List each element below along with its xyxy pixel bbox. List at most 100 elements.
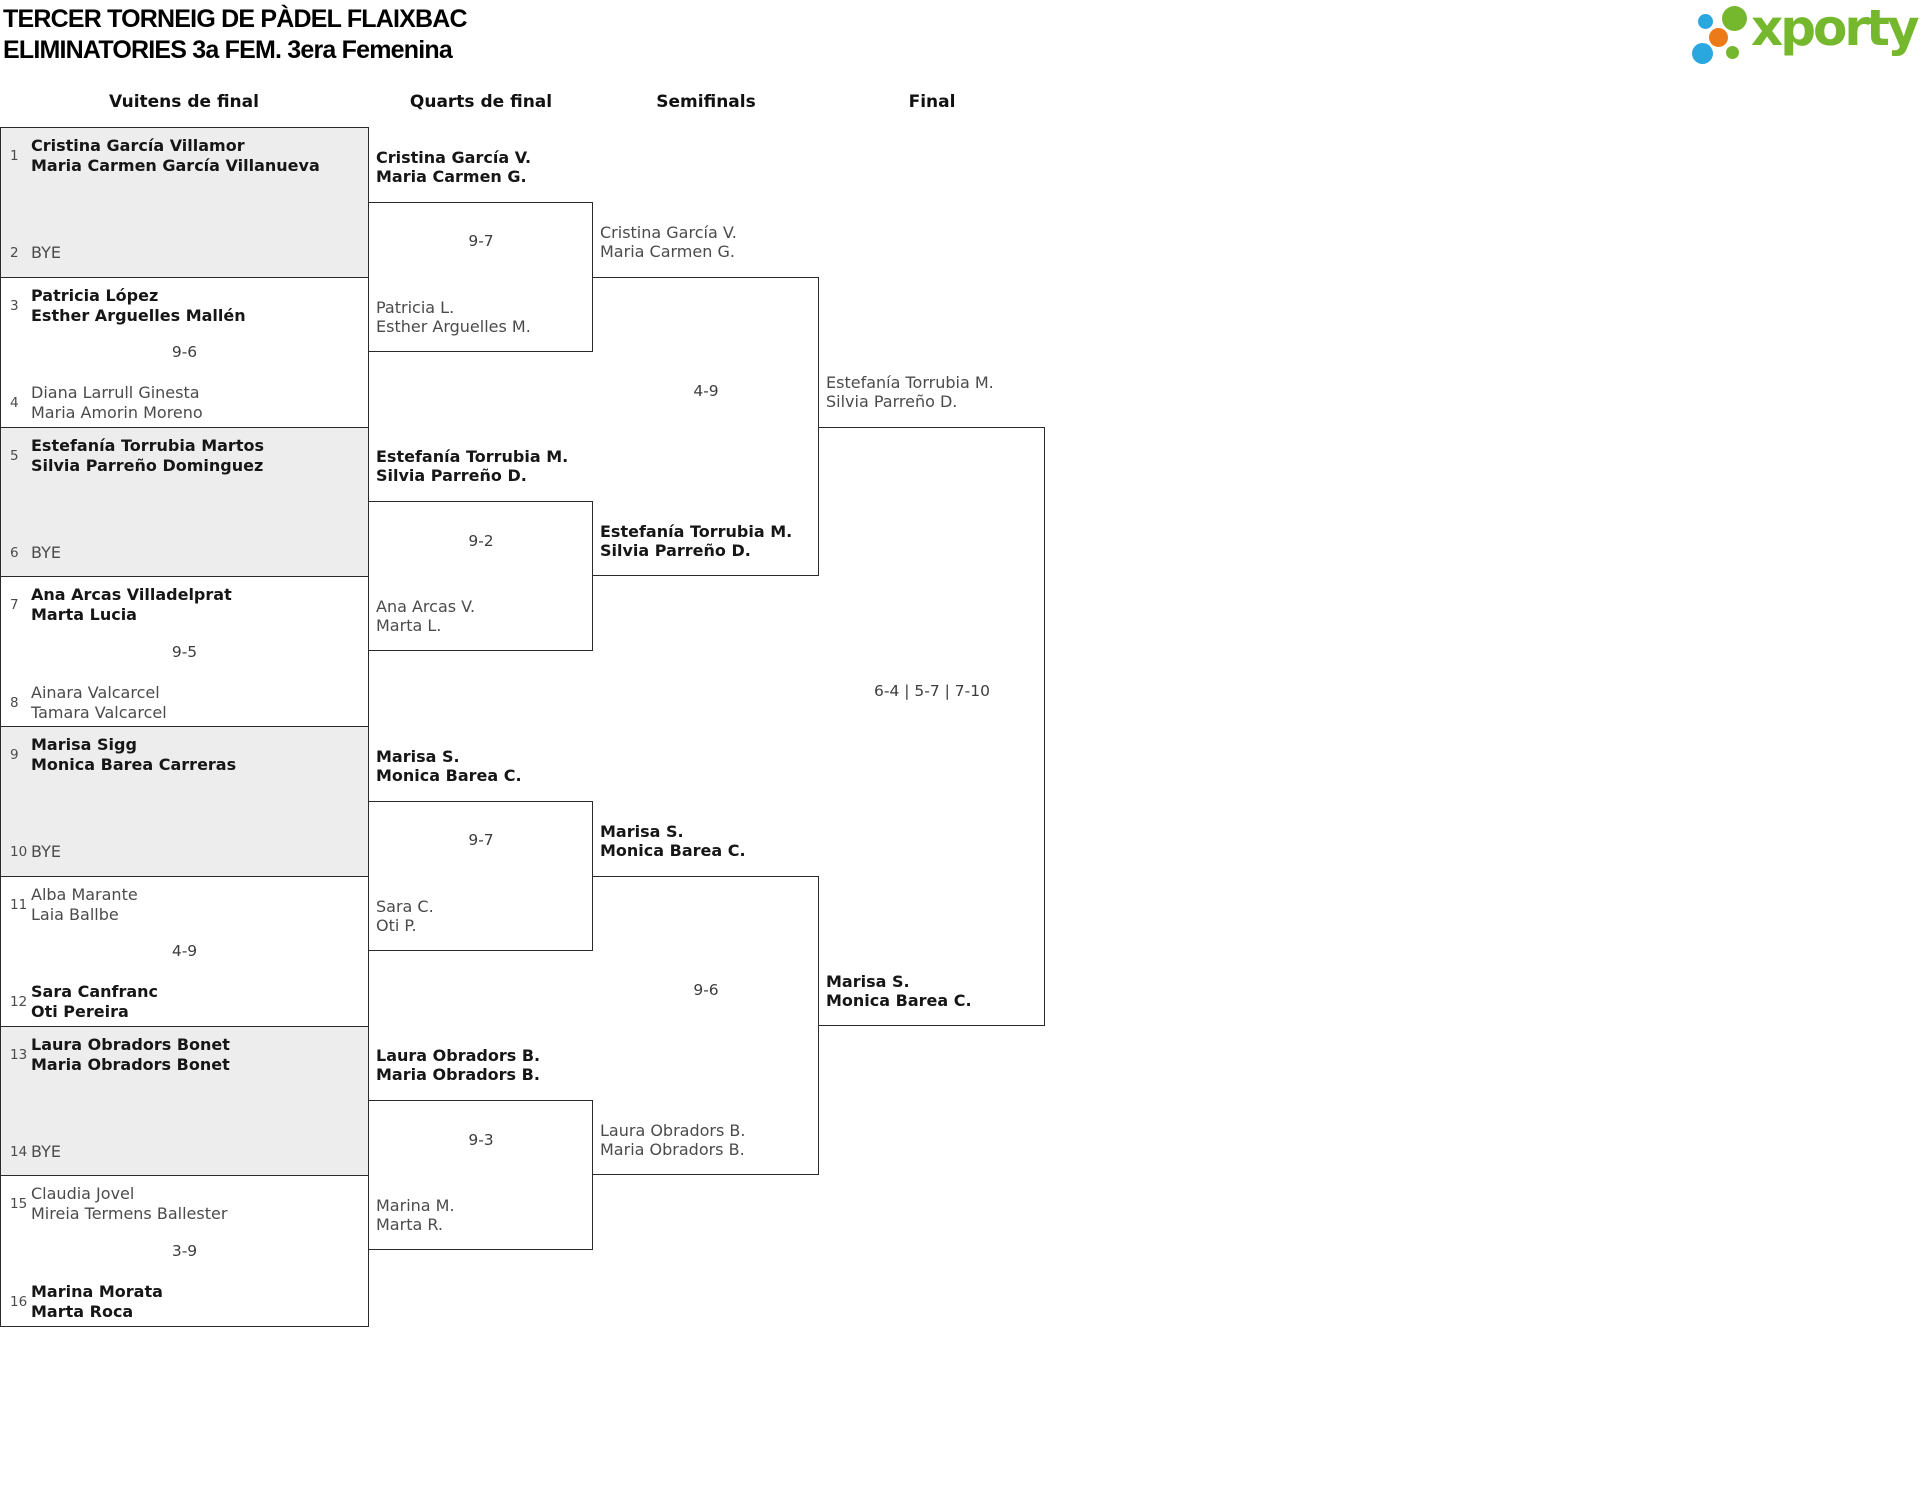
team-name-line: Monica Barea C. <box>600 840 746 860</box>
team-name-line: Marina M. <box>376 1196 455 1216</box>
team-name-line: Marisa S. <box>376 746 460 766</box>
team-entry[interactable]: Laura Obradors B.Maria Obradors B. <box>600 1121 745 1159</box>
team-entry[interactable]: Marina M.Marta R. <box>376 1196 455 1234</box>
team-entry[interactable]: Ana Arcas V.Marta L. <box>376 597 475 635</box>
match-score: 9-7 <box>468 831 494 850</box>
team-name-line: Maria Obradors Bonet <box>31 1054 230 1074</box>
team-name-line: Patricia López <box>31 285 159 305</box>
team-names: BYE <box>31 543 61 563</box>
team-name-line: Silvia Parreño D. <box>376 466 527 486</box>
team-entry[interactable]: Patricia L.Esther Arguelles M. <box>376 298 531 336</box>
team-name-line: Cristina García V. <box>376 147 532 167</box>
team-name-line: Marina Morata <box>31 1281 163 1301</box>
team-entry[interactable]: Cristina García V.Maria Carmen G. <box>600 223 737 261</box>
match-score: 9-5 <box>171 642 198 661</box>
team-entry[interactable]: Marisa S.Monica Barea C. <box>826 972 972 1010</box>
team-name-line: Marta L. <box>376 616 442 636</box>
team-name-line: Silvia Parreño Dominguez <box>31 455 264 475</box>
team-entry[interactable]: Marisa S.Monica Barea C. <box>600 822 746 860</box>
seed-number: 10 <box>10 844 28 861</box>
xporty-logo[interactable]: xporty <box>1688 0 1920 73</box>
team-name-line: Esther Arguelles Mallén <box>31 305 246 325</box>
logo-dot-green-large-icon <box>1721 5 1747 31</box>
tournament-title: TERCER TORNEIG DE PÀDEL FLAIXBAC ELIMINA… <box>3 4 468 66</box>
team-name-line: Claudia Jovel <box>31 1184 135 1204</box>
team-name-line: Laia Ballbe <box>31 904 119 924</box>
match-score: 6-4 | 5-7 | 7-10 <box>874 681 990 700</box>
team-name-line: BYE <box>31 542 61 562</box>
tournament-title-line2: ELIMINATORIES 3a FEM. 3era Femenina <box>3 36 453 64</box>
team-name-line: Monica Barea Carreras <box>31 755 237 774</box>
seed-number: 2 <box>10 245 19 262</box>
team-name-line: Laura Obradors B. <box>376 1046 541 1066</box>
team-entry[interactable]: Estefanía Torrubia M.Silvia Parreño D. <box>826 373 994 411</box>
match-score: 9-2 <box>468 531 494 550</box>
team-entry[interactable]: Cristina García V.Maria Carmen G. <box>376 148 531 186</box>
round-header-1: Quarts de final <box>409 92 553 112</box>
team-entry[interactable]: Sara C.Oti P. <box>376 897 434 935</box>
team-name-line: Maria Carmen G. <box>376 166 527 186</box>
seed-number: 13 <box>10 1046 28 1063</box>
team-entry[interactable]: Marisa S.Monica Barea C. <box>376 747 522 785</box>
seed-number: 5 <box>10 447 19 464</box>
team-name-line: Maria Obradors B. <box>600 1140 745 1160</box>
match-score: 9-7 <box>468 232 494 251</box>
seed-number: 12 <box>10 994 28 1010</box>
team-name-line: Diana Larrull Ginesta <box>31 383 200 402</box>
team-name-line: Cristina García Villamor <box>31 136 245 155</box>
team-name-line: Laura Obradors B. <box>600 1121 746 1141</box>
team-name-line: Silvia Parreño D. <box>600 541 751 561</box>
logo-dot-orange-icon <box>1708 28 1728 47</box>
team-name-line: Monica Barea C. <box>826 990 972 1010</box>
team-name-line: Cristina García V. <box>600 222 737 242</box>
team-entry[interactable]: Laura Obradors B.Maria Obradors B. <box>376 1046 540 1084</box>
team-name-line: Maria Carmen García Villanueva <box>31 156 320 175</box>
team-name-line: Marisa S. <box>600 821 684 841</box>
team-name-line: Maria Carmen G. <box>600 241 735 261</box>
match-score: 4-9 <box>693 382 719 400</box>
team-name-line: Monica Barea C. <box>376 765 522 785</box>
team-name-line: Marta Lucia <box>31 605 137 625</box>
team-entry[interactable]: Estefanía Torrubia M.Silvia Parreño D. <box>376 447 568 485</box>
team-name-line: Esther Arguelles M. <box>376 316 531 336</box>
match-score: 9-6 <box>693 981 719 999</box>
logo-dot-blue-small-icon <box>1697 13 1713 29</box>
match-score: 3-9 <box>171 1241 198 1260</box>
team-name-line: Mireia Termens Ballester <box>31 1204 228 1224</box>
tournament-title-line1: TERCER TORNEIG DE PÀDEL FLAIXBAC <box>3 5 468 33</box>
logo-dot-blue-large-icon <box>1691 42 1713 64</box>
team-name-line: Marta Roca <box>31 1301 134 1321</box>
team-name-line: Estefanía Torrubia Martos <box>31 435 264 455</box>
round-header-2: Semifinals <box>656 92 756 112</box>
team-entry[interactable]: Estefanía Torrubia M.Silvia Parreño D. <box>600 522 792 560</box>
team-name-line: Estefanía Torrubia M. <box>600 522 793 542</box>
team-name-line: Ana Arcas V. <box>376 597 476 617</box>
